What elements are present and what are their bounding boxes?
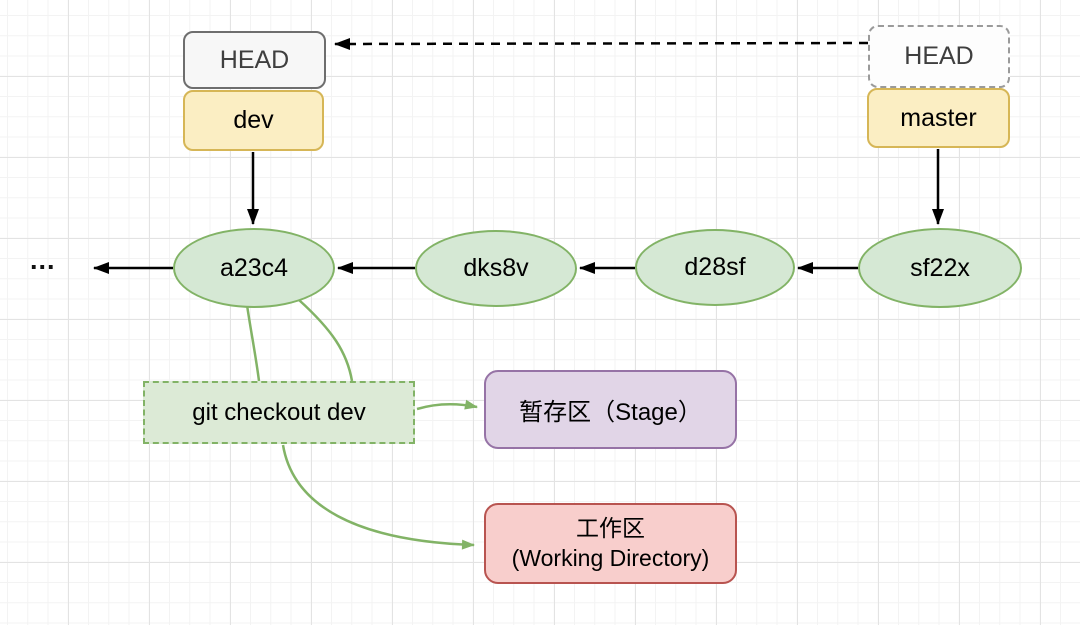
- arrow-command-to-stage: [416, 399, 478, 411]
- link-commit-to-command-1: [245, 304, 261, 382]
- commit-node-a23c4: a23c4: [173, 228, 335, 308]
- arrow-command-to-working: [281, 444, 475, 550]
- head-pointer-current: HEAD: [183, 31, 326, 89]
- stage-area-box: 暂存区（Stage）: [484, 370, 737, 449]
- git-command-box: git checkout dev: [143, 381, 415, 444]
- link-commit-to-command-2: [298, 299, 354, 382]
- history-ellipsis: ...: [30, 245, 56, 275]
- working-directory-label-en: (Working Directory): [511, 544, 710, 571]
- branch-label-master: master: [867, 88, 1010, 148]
- head-pointer-previous: HEAD: [868, 25, 1010, 88]
- branch-label-dev: dev: [183, 90, 324, 151]
- working-directory-label-cn: 工作区: [576, 514, 645, 541]
- head-switch-dashed-arrow: [334, 37, 869, 50]
- commit-node-sf22x: sf22x: [858, 228, 1022, 308]
- working-directory-box: 工作区 (Working Directory): [484, 503, 737, 584]
- commit-node-d28sf: d28sf: [635, 229, 795, 306]
- commit-node-dks8v: dks8v: [415, 230, 577, 307]
